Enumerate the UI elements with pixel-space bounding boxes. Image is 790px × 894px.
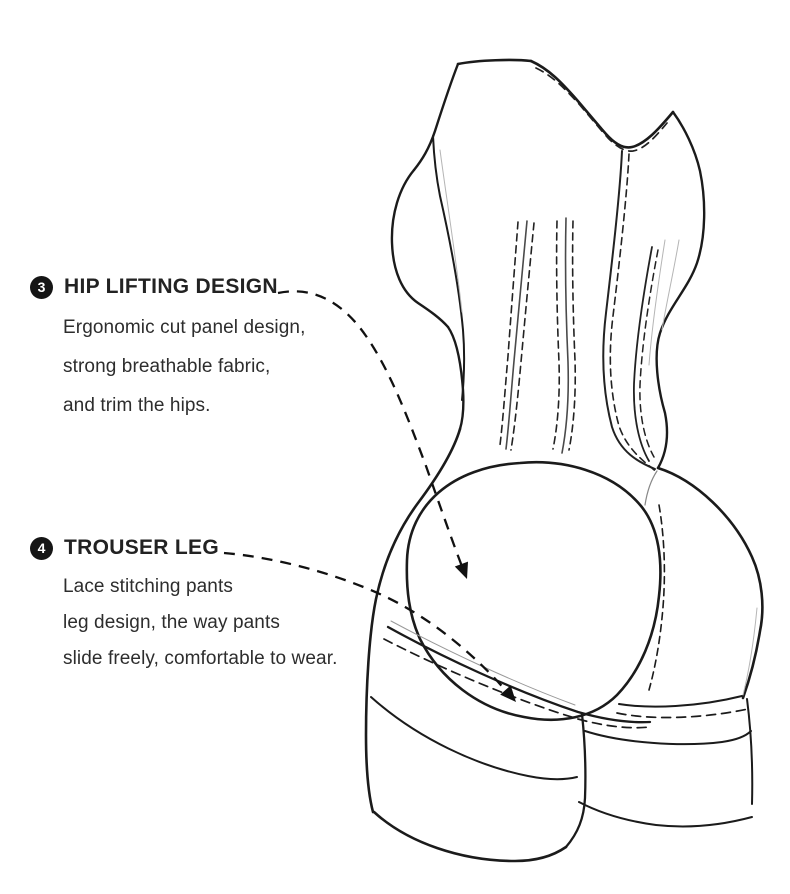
buttock-circle — [405, 461, 666, 722]
annotation-line: strong breathable fabric, — [63, 356, 271, 377]
dashed-arrow-hip — [277, 290, 468, 579]
annotation-title: TROUSER LEG — [64, 536, 219, 559]
right-trouser-leg — [578, 698, 754, 828]
seam-stitch-lines — [499, 67, 668, 474]
annotation-title: HIP LIFTING DESIGN — [64, 275, 278, 298]
annotation-description: Lace stitching pants leg design, the way… — [63, 569, 337, 677]
annotation-hip-lifting-design: 3 HIP LIFTING DESIGN Ergonomic cut panel… — [30, 275, 305, 425]
annotation-line: leg design, the way pants — [63, 612, 280, 633]
annotation-description: Ergonomic cut panel design, strong breat… — [63, 308, 305, 425]
annotation-line: and trim the hips. — [63, 395, 211, 416]
arrowhead — [500, 685, 516, 702]
dashed-arrow-leg — [223, 551, 516, 702]
right-buttock-trim — [616, 695, 749, 719]
annotation-line: slide freely, comfortable to wear. — [63, 648, 338, 669]
step-3-badge: 3 — [30, 275, 53, 299]
annotation-trouser-leg: 4 TROUSER LEG Lace stitching pants leg d… — [30, 536, 337, 677]
arrowhead — [454, 561, 468, 579]
left-trouser-leg — [370, 620, 652, 863]
annotation-line: Ergonomic cut panel design, — [63, 317, 306, 338]
step-4-badge: 4 — [30, 536, 53, 560]
annotation-line: Lace stitching pants — [63, 576, 233, 597]
